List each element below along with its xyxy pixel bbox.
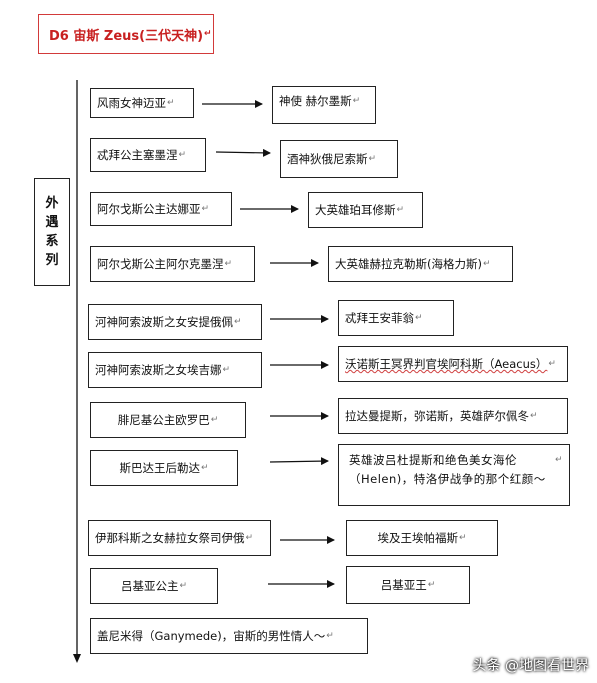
lover-name: 风雨女神迈亚 — [97, 96, 166, 110]
offspring-box: 拉达曼提斯，弥诺斯，英雄萨尔佩冬↵ — [338, 398, 568, 434]
paragraph-mark: ↵ — [222, 365, 231, 375]
paragraph-mark: ↵ — [200, 463, 209, 473]
lover-name: 腓尼基公主欧罗巴 — [117, 413, 210, 427]
offspring-box: 神使 赫尔墨斯↵ — [272, 86, 376, 124]
lover-name: 伊那科斯之女赫拉女祭司伊俄 — [95, 531, 245, 545]
lover-name: 斯巴达王后勒达 — [119, 461, 200, 475]
watermark: 头条 @地图看世界 — [473, 655, 589, 675]
offspring-box: 大英雄赫拉克勒斯(海格力斯)↵ — [328, 246, 513, 282]
paragraph-mark: ↵ — [245, 533, 254, 543]
offspring-name: 大英雄珀耳修斯 — [315, 203, 396, 217]
offspring-box: 沃诺斯王冥界判官埃阿科斯（Aeacus）↵ — [338, 346, 568, 382]
watermark-text: 头条 @地图看世界 — [472, 658, 589, 674]
paragraph-mark: ↵ — [554, 455, 563, 465]
offspring-box: 大英雄珀耳修斯↵ — [308, 192, 423, 228]
offspring-name: 神使 赫尔墨斯 — [279, 94, 352, 108]
offspring-name: 拉达曼提斯，弥诺斯，英雄萨尔佩冬 — [345, 409, 529, 423]
paragraph-mark: ↵ — [179, 581, 188, 591]
lover-box: 风雨女神迈亚↵ — [90, 88, 194, 118]
paragraph-mark: ↵ — [458, 533, 467, 543]
paragraph-mark: ↵ — [210, 415, 219, 425]
diagram-title: D6 宙斯 Zeus(三代天神)↵ — [38, 14, 214, 54]
paragraph-mark: ↵ — [396, 205, 405, 215]
paragraph-mark: ↵ — [415, 313, 423, 323]
paragraph-mark: ↵ — [167, 98, 175, 108]
last-lover-box: 盖尼米得（Ganymede)，宙斯的男性情人～↵ — [90, 618, 368, 654]
paragraph-mark: ↵ — [326, 631, 334, 641]
offspring-name: 忒拜王安菲翁 — [345, 311, 414, 325]
series-label-box: 外 遇 系 列 — [34, 178, 70, 286]
offspring-box: 埃及王埃帕福斯↵ — [346, 520, 498, 556]
link-arrow-2 — [215, 148, 271, 157]
lover-name: 阿尔戈斯公主阿尔克墨涅 — [97, 257, 224, 271]
lover-box: 河神阿索波斯之女安提俄佩↵ — [88, 304, 262, 340]
offspring-box: 吕基亚王↵ — [346, 566, 470, 604]
paragraph-mark: ↵ — [204, 29, 212, 39]
lover-box: 阿尔戈斯公主达娜亚↵ — [90, 192, 232, 226]
lover-box: 吕基亚公主↵ — [90, 568, 218, 604]
offspring-name: 吕基亚王 — [380, 578, 427, 592]
paragraph-mark: ↵ — [548, 359, 556, 369]
paragraph-mark: ↵ — [201, 204, 210, 214]
offspring-name: 沃诺斯王冥界判官埃阿科斯（Aeacus） — [345, 357, 548, 371]
offspring-name: 大英雄赫拉克勒斯(海格力斯) — [335, 257, 482, 271]
lover-box: 河神阿索波斯之女埃吉娜↵ — [88, 352, 262, 388]
series-label-char: 系 — [45, 234, 59, 249]
last-lover-name: 盖尼米得（Ganymede)，宙斯的男性情人～ — [97, 629, 326, 643]
offspring-name: 埃及王埃帕福斯 — [377, 531, 458, 545]
lover-name: 河神阿索波斯之女安提俄佩 — [95, 315, 233, 329]
lover-box: 腓尼基公主欧罗巴↵ — [90, 402, 246, 438]
lover-name: 阿尔戈斯公主达娜亚 — [97, 202, 201, 216]
lover-name: 忒拜公主塞墨涅 — [97, 148, 178, 162]
lover-box: 忒拜公主塞墨涅↵ — [90, 138, 206, 172]
offspring-name: 酒神狄俄尼索斯 — [287, 152, 368, 166]
paragraph-mark: ↵ — [368, 154, 377, 164]
lover-box: 伊那科斯之女赫拉女祭司伊俄↵ — [88, 520, 271, 556]
paragraph-mark: ↵ — [482, 259, 491, 269]
paragraph-mark: ↵ — [352, 96, 361, 106]
offspring-box: 忒拜王安菲翁↵ — [338, 300, 454, 336]
paragraph-mark: ↵ — [224, 259, 233, 269]
series-label-char: 外 — [45, 196, 59, 211]
paragraph-mark: ↵ — [530, 411, 538, 421]
link-arrow-8 — [269, 457, 329, 466]
paragraph-mark: ↵ — [178, 150, 187, 160]
paragraph-mark: ↵ — [234, 317, 242, 327]
lover-box: 斯巴达王后勒达↵ — [90, 450, 238, 486]
series-label-char: 遇 — [45, 215, 59, 230]
lover-box: 阿尔戈斯公主阿尔克墨涅↵ — [90, 246, 255, 282]
offspring-name: 英雄波吕杜提斯和绝色美女海伦（Helen)，特洛伊战争的那个红颜～ — [349, 453, 546, 486]
series-label-char: 列 — [45, 253, 59, 268]
lover-name: 河神阿索波斯之女埃吉娜 — [95, 363, 222, 377]
title-text: D6 宙斯 Zeus(三代天神) — [49, 28, 204, 44]
offspring-box: 酒神狄俄尼索斯↵ — [280, 140, 398, 178]
paragraph-mark: ↵ — [427, 580, 436, 590]
lover-name: 吕基亚公主 — [120, 579, 179, 593]
timeline-arrow — [73, 654, 81, 663]
offspring-box: 英雄波吕杜提斯和绝色美女海伦（Helen)，特洛伊战争的那个红颜～ ↵ — [338, 444, 570, 506]
